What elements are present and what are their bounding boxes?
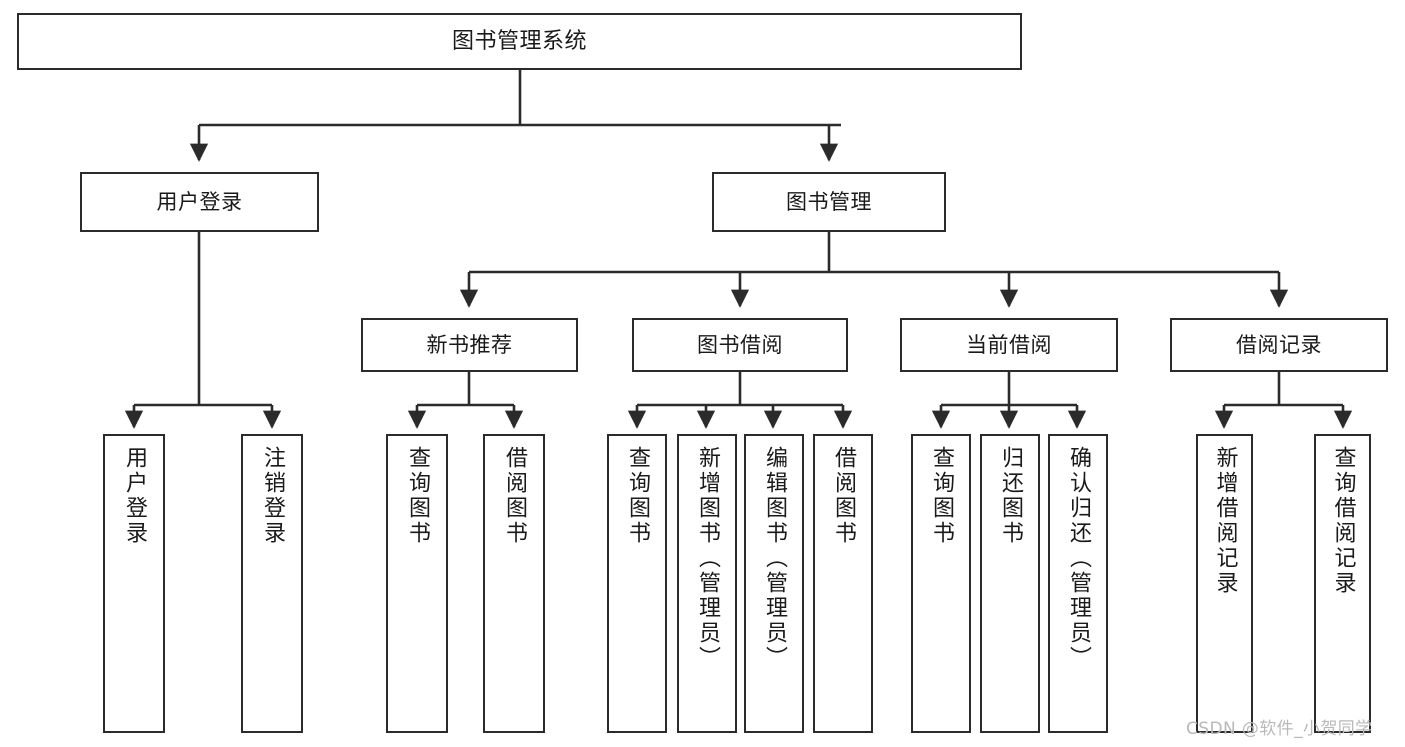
leaf-user-login[interactable]: 用户登录 [103, 434, 165, 733]
leaf-query-borrow-record[interactable]: 查询借阅记录 [1314, 434, 1371, 733]
node-label: 用户登录 [122, 446, 147, 546]
node-label: 图书管理 [786, 189, 872, 214]
node-label: 新增图书（管理员） [695, 446, 720, 671]
node-label: 图书管理系统 [451, 28, 587, 54]
node-label: 查询图书 [929, 446, 954, 546]
node-root-book-management-system[interactable]: 图书管理系统 [17, 13, 1022, 70]
leaf-query-book-borrow[interactable]: 查询图书 [607, 434, 667, 733]
node-label: 查询图书 [405, 446, 430, 546]
node-book-management[interactable]: 图书管理 [712, 172, 946, 232]
leaf-logout-login[interactable]: 注销登录 [241, 434, 303, 733]
node-label: 图书借阅 [697, 332, 783, 357]
leaf-query-book-recommend[interactable]: 查询图书 [386, 434, 448, 733]
node-label: 借阅图书 [502, 446, 527, 546]
node-label: 编辑图书（管理员） [762, 446, 787, 671]
node-label: 用户登录 [156, 189, 243, 214]
node-label: 当前借阅 [966, 332, 1052, 357]
leaf-confirm-return-admin[interactable]: 确认归还（管理员） [1048, 434, 1108, 733]
node-borrow-record[interactable]: 借阅记录 [1170, 318, 1388, 372]
leaf-edit-book-admin[interactable]: 编辑图书（管理员） [744, 434, 804, 733]
node-label: 归还图书 [998, 446, 1023, 546]
node-label: 确认归还（管理员） [1066, 446, 1091, 671]
leaf-borrow-book[interactable]: 借阅图书 [813, 434, 873, 733]
node-label: 查询借阅记录 [1330, 446, 1356, 596]
node-current-borrow[interactable]: 当前借阅 [900, 318, 1118, 372]
node-label: 借阅图书 [831, 446, 856, 546]
node-new-book-recommend[interactable]: 新书推荐 [361, 318, 578, 372]
node-label: 查询图书 [625, 446, 650, 546]
node-label: 借阅记录 [1236, 332, 1322, 357]
node-label: 注销登录 [260, 446, 285, 546]
node-label: 新增借阅记录 [1212, 446, 1238, 596]
node-label: 新书推荐 [426, 332, 513, 357]
watermark: CSDN @软件_小贺同学 [1186, 719, 1373, 739]
leaf-return-book[interactable]: 归还图书 [980, 434, 1040, 733]
leaf-query-book-current[interactable]: 查询图书 [911, 434, 971, 733]
node-book-borrow[interactable]: 图书借阅 [632, 318, 848, 372]
leaf-borrow-book-recommend[interactable]: 借阅图书 [483, 434, 545, 733]
node-user-login[interactable]: 用户登录 [80, 172, 319, 232]
leaf-add-book-admin[interactable]: 新增图书（管理员） [677, 434, 737, 733]
leaf-add-borrow-record[interactable]: 新增借阅记录 [1196, 434, 1253, 733]
